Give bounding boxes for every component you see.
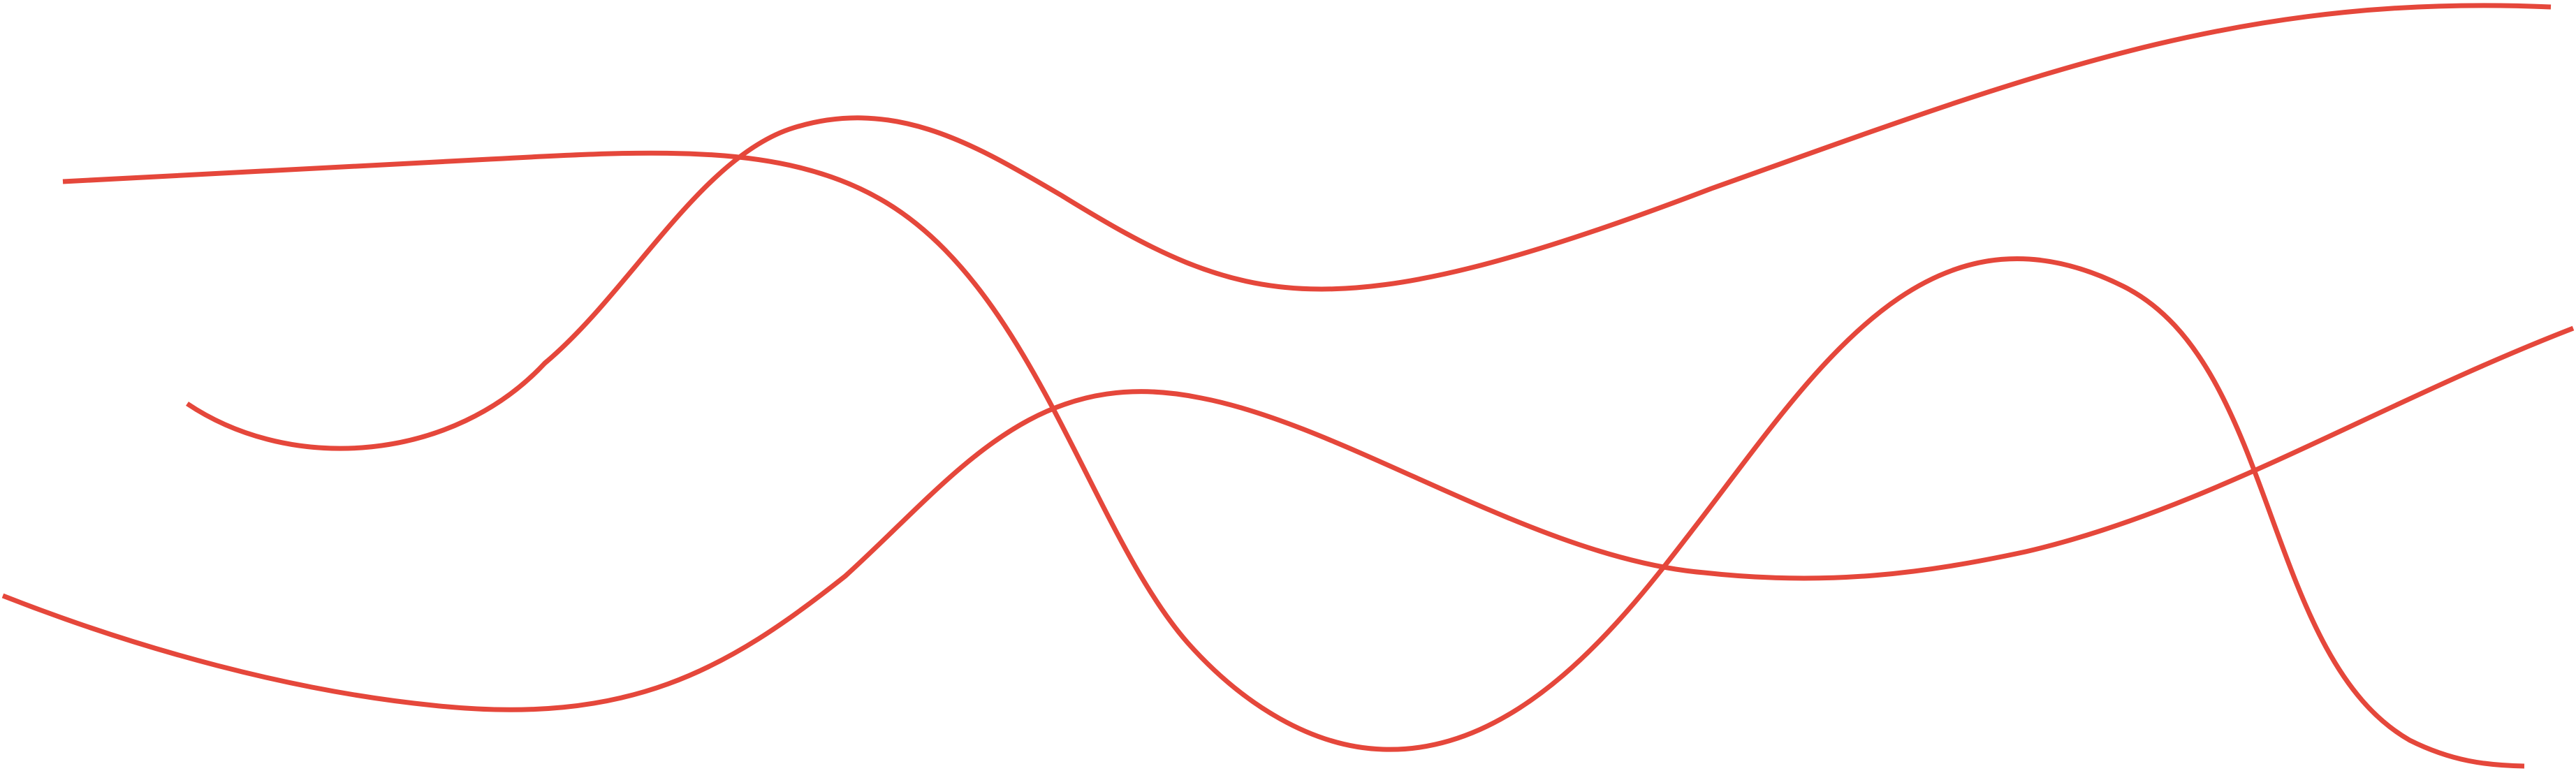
decorative-curve-3 [1, 325, 2575, 712]
decorative-curve-2 [186, 3, 2552, 451]
decorative-curve-1 [62, 150, 2525, 769]
